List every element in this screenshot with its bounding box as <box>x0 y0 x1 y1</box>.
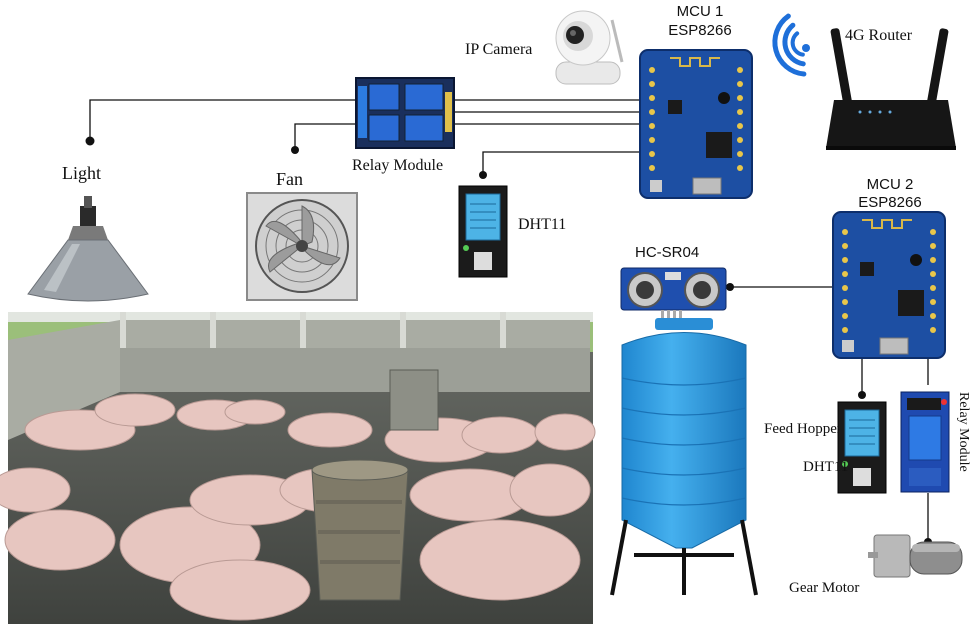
router-label: 4G Router <box>845 27 913 44</box>
mcu1-chip-label: ESP8266 <box>668 22 732 39</box>
dht11-bottom-label: DHT11 <box>803 459 849 475</box>
wire-dht11-top <box>482 151 640 175</box>
gear-motor-label: Gear Motor <box>789 580 860 596</box>
relay-module-label: Relay Module <box>352 157 444 174</box>
hcsr04-label: HC-SR04 <box>635 244 700 261</box>
mcu1-name-label: MCU 1 <box>676 3 724 20</box>
fan-label: Fan <box>276 169 303 189</box>
dht11-top-label: DHT11 <box>518 216 567 233</box>
light-label: Light <box>62 163 101 183</box>
mcu2-chip-label: ESP8266 <box>858 194 922 211</box>
ip-camera-label: IP Camera <box>465 41 533 58</box>
wire-fan <box>294 123 640 150</box>
wire-light <box>89 99 640 140</box>
mcu2-name-label: MCU 2 <box>866 176 914 193</box>
feed-hopper-label: Feed Hopper <box>764 421 842 437</box>
